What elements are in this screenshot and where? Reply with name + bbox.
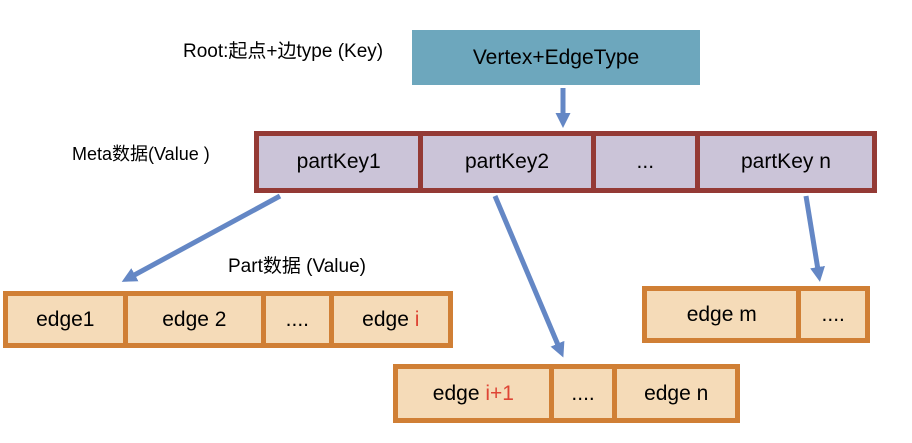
edge-cell-text: .... [285, 307, 309, 331]
edge-cell-1: edge1 [8, 296, 123, 343]
part-row-right: edge m .... [642, 286, 870, 343]
edge-cell-ellipsis: .... [266, 296, 329, 343]
root-key-label: Root:起点+边type (Key) [183, 41, 384, 62]
meta-cell-partkey2: partKey2 [423, 136, 591, 188]
edge-cell-ellipsis: .... [553, 369, 613, 418]
edge-cell-n: edge n [617, 369, 735, 418]
meta-cell-partkey1: partKey1 [259, 136, 419, 188]
edge-cell-text: edge [362, 307, 415, 331]
edge-cell-text: edge m [686, 302, 757, 326]
edge-cell-m: edge m [647, 291, 797, 338]
root-box: Vertex+EdgeType [412, 30, 700, 85]
edge-cell-highlight: i+1 [485, 381, 514, 405]
meta-value-label: Meta数据(Value ) [72, 144, 210, 164]
meta-row: partKey1 partKey2 ... partKey n [254, 131, 877, 193]
edge-cell-text: .... [571, 381, 595, 405]
edge-cell-2: edge 2 [127, 296, 262, 343]
edge-cell-text: edge [432, 381, 486, 405]
edge-cell-ellipsis: .... [801, 291, 865, 338]
part-row-middle: edge i+1 .... edge n [393, 364, 740, 423]
edge-cell-i: edge i [333, 296, 449, 343]
edge-cell-text: .... [821, 302, 845, 326]
arrow-partkey2-to-part-middle [492, 195, 565, 358]
meta-cell-partkey-n: partKey n [699, 136, 872, 188]
part-row-left: edge1 edge 2 .... edge i [3, 291, 453, 348]
arrow-partkeyn-to-part-right [803, 195, 825, 282]
root-box-label: Vertex+EdgeType [472, 45, 640, 69]
edge-cell-text: edge1 [36, 307, 95, 331]
part-value-label: Part数据 (Value) [228, 256, 366, 277]
edge-cell-text: edge 2 [162, 307, 227, 331]
edge-cell-text: edge n [644, 381, 709, 405]
edge-cell-highlight: i [414, 307, 420, 331]
edge-cell-i-plus-1: edge i+1 [398, 369, 549, 418]
meta-cell-ellipsis: ... [595, 136, 695, 188]
